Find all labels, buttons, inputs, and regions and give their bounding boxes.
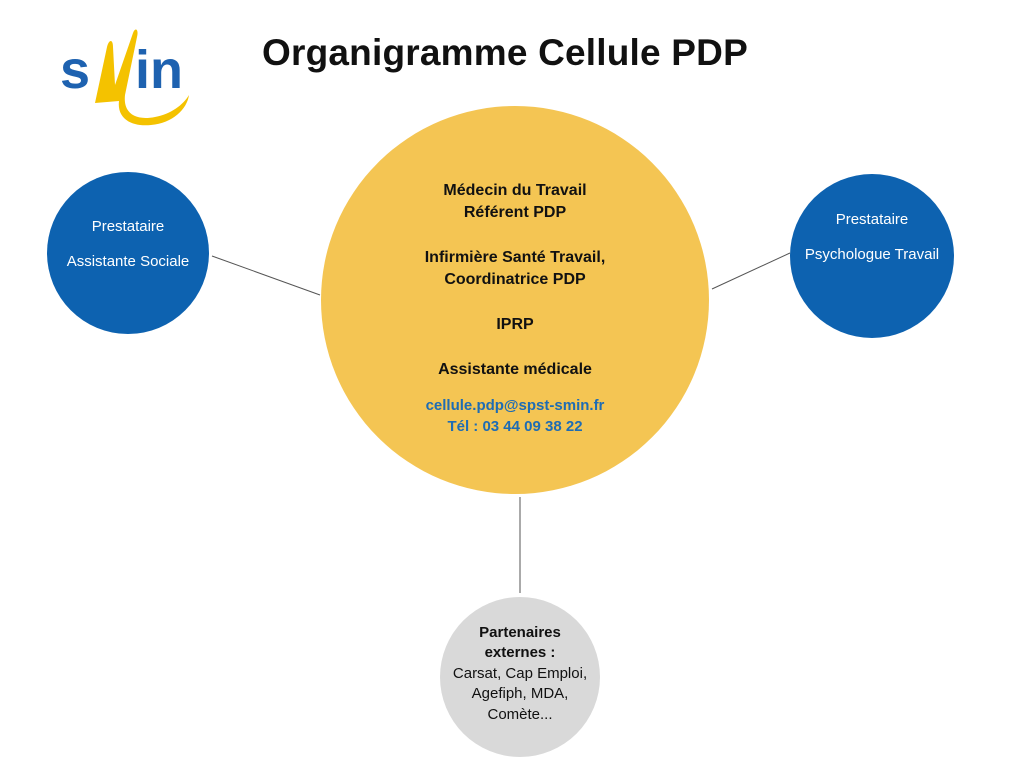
bottom-heading-1: Partenaires [479, 623, 561, 641]
center-contact: cellule.pdp@spst-smin.fr Tél : 03 44 09 … [426, 395, 605, 437]
connector-left [211, 255, 321, 296]
node-left-line1: Prestataire [91, 218, 165, 235]
logo-text-s: s [60, 40, 91, 100]
partner-line: Agefiph, MDA, [471, 685, 569, 703]
page-title: Organigramme Cellule PDP [262, 32, 748, 73]
role-iprp: IPRP [496, 315, 534, 333]
role-infirmiere: Infirmière Santé Travail, [424, 248, 606, 266]
node-assistante-sociale: Prestataire Assistante Sociale [47, 172, 209, 334]
role-assistante-medicale: Assistante médicale [438, 360, 592, 378]
node-right-line2: Psychologue Travail [804, 246, 940, 263]
node-cellule-pdp: Médecin du Travail Référent PDP Infirmiè… [321, 106, 709, 494]
role-medecin-sub: Référent PDP [463, 203, 567, 221]
partner-line: Carsat, Cap Emploi, [452, 664, 588, 682]
partner-line: Comète... [487, 705, 553, 723]
node-left-line2: Assistante Sociale [66, 253, 190, 270]
contact-email[interactable]: cellule.pdp@spst-smin.fr [425, 396, 605, 414]
smin-logo: s in [55, 25, 205, 130]
logo-swoosh-icon [95, 29, 189, 126]
contact-phone: Tél : 03 44 09 38 22 [447, 417, 583, 435]
role-medecin: Médecin du Travail [443, 181, 587, 199]
node-psychologue-travail: Prestataire Psychologue Travail [790, 174, 954, 338]
logo-text-in: in [135, 40, 183, 100]
role-infirmiere-sub: Coordinatrice PDP [444, 270, 586, 288]
node-partenaires-externes: Partenaires externes : Carsat, Cap Emplo… [440, 597, 600, 757]
center-roles: Médecin du Travail Référent PDP Infirmiè… [425, 180, 606, 381]
node-right-line1: Prestataire [835, 211, 909, 228]
bottom-heading-2: externes : [484, 644, 556, 662]
connector-right [711, 252, 791, 290]
